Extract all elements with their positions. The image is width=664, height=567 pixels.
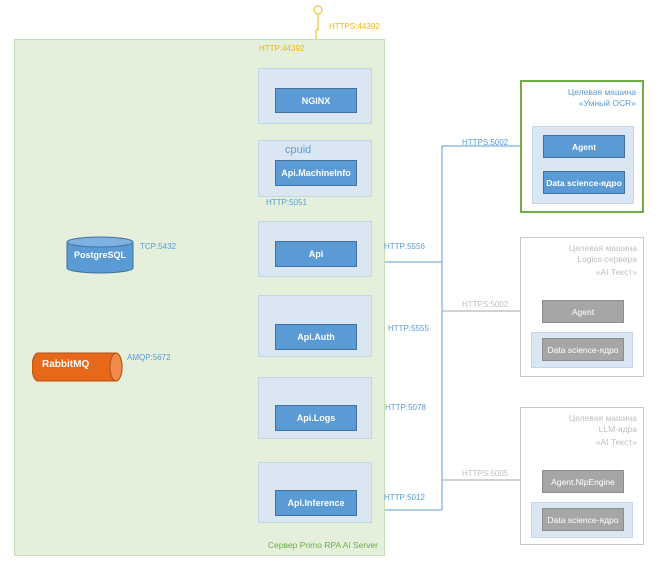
data-science-core-node: Data science-ядро	[543, 171, 625, 194]
port-label-https-44392: HTTPS:44392	[329, 22, 380, 31]
rabbitmq-label: RabbitMQ	[42, 359, 90, 370]
nginx-service: NGINX	[275, 88, 357, 113]
queue-icon	[32, 352, 123, 382]
machine-title-line3: «AI Текст»	[595, 267, 637, 277]
agent-node: Agent	[542, 300, 624, 323]
port-label-http-5556: HTTP:5556	[384, 242, 425, 251]
port-label-http-5078: HTTP:5078	[385, 403, 426, 412]
postgresql-database: PostgreSQL	[66, 236, 134, 274]
target-machine-ocr: Целевая машина «Умный OCR» Agent Data sc…	[520, 80, 644, 213]
rabbitmq-queue: RabbitMQ	[32, 352, 124, 382]
auth-service: Api.Auth	[275, 324, 357, 350]
inference-service: Api.Inference	[275, 490, 357, 516]
machine-title-line1: Целевая машина	[567, 87, 636, 97]
machine-title-line1: Целевая машина	[568, 413, 637, 423]
machine-title-line2: Logics-сервера	[577, 254, 637, 264]
machine-title-line1: Целевая машина	[568, 243, 637, 253]
agent-node: Agent.NlpEngine	[542, 470, 624, 493]
data-science-core-node: Data science-ядро	[542, 338, 624, 361]
machine-title-line2: «Умный OCR»	[578, 98, 636, 108]
port-label-https-5005: HTTPS:5005	[462, 469, 509, 478]
machineinfo-service: Api.MachineInfo	[275, 160, 357, 186]
machine-title-line2: LLM-ядра	[598, 424, 637, 434]
cpuid-label: cpuid	[285, 144, 312, 156]
agent-node: Agent	[543, 135, 625, 158]
port-label-http-44392: HTTP:44392	[259, 44, 305, 53]
external-endpoint-marker	[313, 5, 323, 15]
port-label-https-5002-active: HTTPS:5002	[462, 138, 509, 147]
port-label-https-5002-inactive: HTTPS:5002	[462, 300, 509, 309]
machine-title-line3: «AI Текст»	[595, 437, 637, 447]
port-label-http-5555: HTTP:5555	[388, 324, 429, 333]
port-label-http-5012: HTTP:5012	[384, 493, 425, 502]
port-label-http-5051: HTTP:5051	[266, 198, 307, 207]
target-machine-logics: Целевая машина Logics-сервера «AI Текст»…	[520, 237, 644, 377]
port-label-amqp-5672: AMQP:5672	[127, 353, 171, 362]
port-label-tcp-5432: TCP:5432	[140, 242, 177, 251]
database-icon	[66, 236, 134, 274]
api-service: Api	[275, 241, 357, 267]
agent-https-bus	[441, 143, 540, 510]
data-science-core-node: Data science-ядро	[542, 508, 624, 531]
logs-service: Api.Logs	[275, 405, 357, 431]
target-machine-llm: Целевая машина LLM-ядра «AI Текст» Agent…	[520, 407, 644, 545]
postgresql-label: PostgreSQL	[73, 250, 126, 260]
server-caption: Сервер Primo RPA AI Server	[267, 540, 378, 550]
